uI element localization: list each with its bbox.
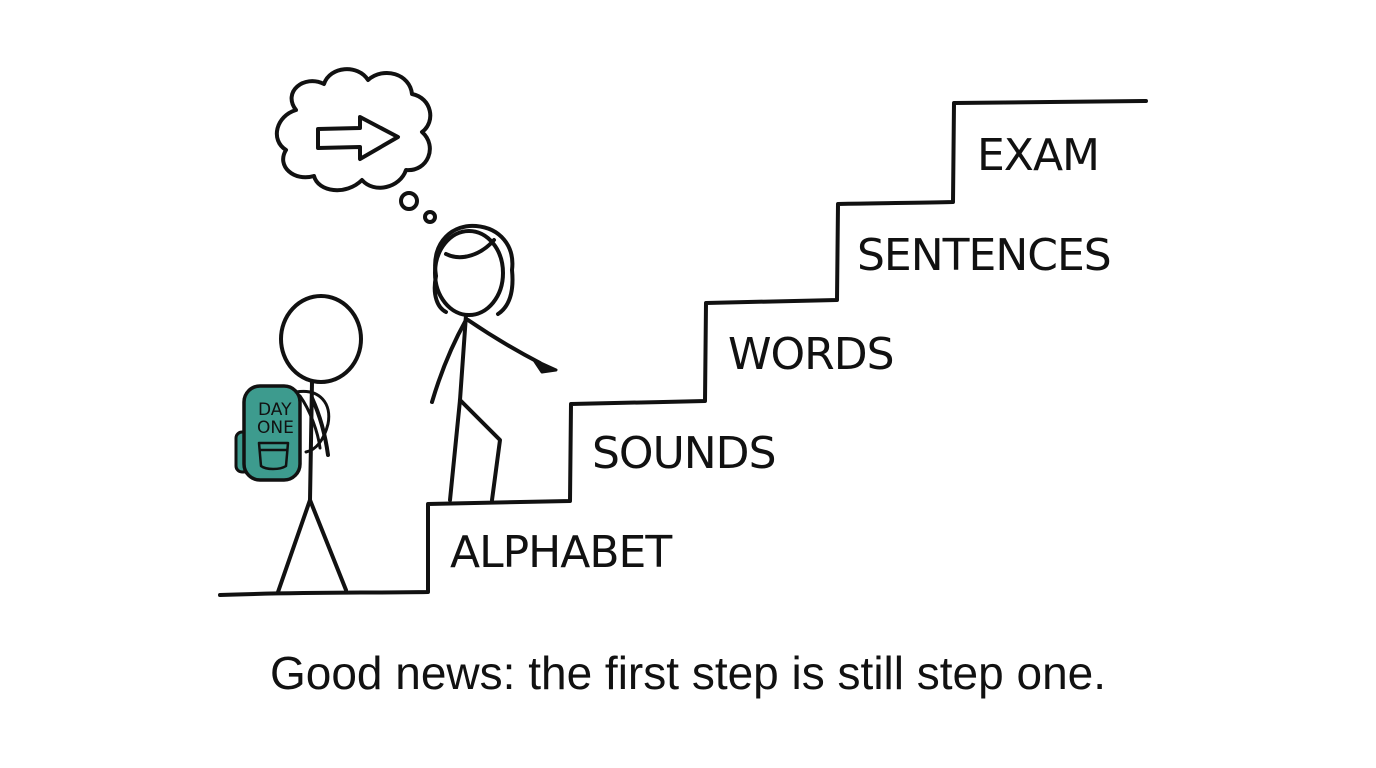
teacher-hair [432, 223, 515, 316]
backpack-text-line2: ONE [257, 418, 294, 438]
thought-dot-small [423, 210, 437, 224]
thought-dot-large [399, 191, 419, 211]
teacher-figure [430, 223, 558, 502]
student-right-leg [308, 498, 348, 592]
teacher-body [458, 313, 468, 402]
thought-cloud [275, 67, 433, 193]
step-label-exam: EXAM [977, 130, 1099, 181]
step-label-words: WORDS [728, 329, 894, 380]
arrow-right-icon [316, 115, 400, 161]
student-arm [310, 396, 330, 457]
student-head [279, 294, 363, 384]
backpack-text-line1: DAY [258, 400, 292, 420]
teacher-pointing-arm [466, 318, 542, 365]
backpack-pocket [257, 441, 290, 471]
step-label-alphabet: ALPHABET [450, 527, 672, 578]
student-left-leg [276, 498, 312, 594]
step-label-sounds: SOUNDS [592, 428, 776, 479]
comic-caption: Good news: the first step is still step … [269, 647, 1107, 699]
teacher-left-arm [430, 318, 468, 404]
teacher-left-leg [448, 398, 462, 502]
step-label-sentences: SENTENCES [857, 230, 1111, 281]
teacher-hand [532, 358, 558, 374]
backpack: DAY ONE [234, 384, 331, 482]
student-figure: DAY ONE [234, 294, 363, 594]
thought-bubble [275, 67, 437, 224]
staircase [218, 99, 1148, 597]
teacher-right-leg [458, 398, 502, 502]
